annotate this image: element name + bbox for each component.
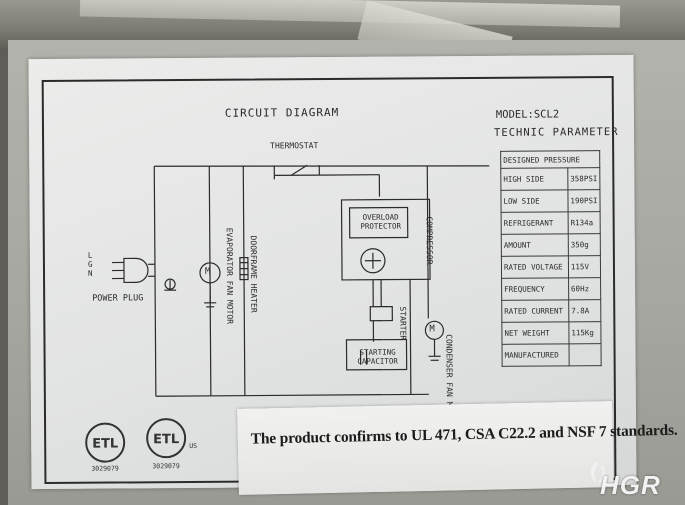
power-plug-label: POWER PLUG: [92, 293, 144, 304]
overload-line-1: OVERLOAD: [362, 212, 399, 222]
starting-capacitor-label: STARTING CAPACITOR: [350, 347, 406, 366]
param-key: FREQUENCY: [501, 277, 569, 301]
technic-parameter-heading: TECHNIC PARAMETER: [493, 126, 619, 139]
param-value: 60Hz: [568, 277, 601, 300]
svg-text:ETL: ETL: [153, 432, 179, 447]
param-value: [568, 343, 602, 366]
param-key: RATED VOLTAGE: [501, 255, 569, 279]
hgr-logo-icon: [591, 462, 605, 484]
param-value: 115V: [568, 255, 601, 278]
svg-text:ETL: ETL: [92, 437, 118, 452]
thermostat-label: THERMOSTAT: [270, 141, 319, 151]
table-row: MANUFACTURED: [502, 343, 602, 367]
cert-number-1: 3029079: [91, 464, 119, 473]
param-key: LOW SIDE: [500, 189, 568, 213]
cert-us-mark: US: [189, 441, 198, 451]
param-key: HIGH SIDE: [500, 167, 568, 191]
doorframe-heater-label: DOORFRAME HEATER: [248, 235, 259, 313]
param-key: RATED CURRENT: [501, 299, 569, 323]
capacitor-line-2: CAPACITOR: [357, 356, 398, 366]
watermark-text: HGR: [600, 470, 661, 500]
evaporator-fan-motor-label: EVAPORATOR FAN MOTOR: [224, 227, 235, 325]
param-key: AMOUNT: [501, 233, 569, 257]
model-number: MODEL:SCL2: [495, 108, 560, 121]
param-value: R134a: [567, 211, 601, 234]
etl-logo-us: ETL: [146, 418, 187, 459]
param-key: MANUFACTURED: [502, 343, 570, 367]
condenser-motor-symbol: M: [429, 324, 435, 335]
diagram-title: CIRCUIT DIAGRAM: [224, 105, 340, 120]
plug-terminal-labels: L G N: [87, 250, 93, 278]
evaporator-motor-symbol: M: [204, 266, 211, 277]
param-key: REFRIGERANT: [501, 211, 569, 235]
param-value: 7.8A: [568, 299, 601, 322]
compressor-label: COMPRESSOR: [424, 216, 434, 265]
param-value: 190PSI: [567, 189, 601, 212]
standards-text: The product confirms to UL 471, CSA C22.…: [250, 421, 678, 448]
etl-logo: ETL: [85, 422, 126, 463]
circuit-wiring: [111, 164, 490, 397]
cert-number-2: 3029079: [152, 462, 180, 471]
circuit-label: CIRCUIT DIAGRAM MODEL:SCL2 TECHNIC PARAM…: [28, 54, 637, 490]
param-value: 350g: [568, 233, 601, 256]
param-value: 115Kg: [568, 321, 602, 344]
starter-label: STARTER: [398, 306, 408, 341]
overload-protector-label: OVERLOAD PROTECTOR: [352, 212, 410, 231]
param-key: NET WEIGHT: [501, 321, 569, 345]
overload-line-2: PROTECTOR: [360, 221, 402, 231]
parameter-header: DESIGNED PRESSURE: [500, 150, 600, 169]
param-value: 358PSI: [567, 167, 600, 190]
capacitor-line-1: STARTING: [359, 347, 396, 357]
standards-sticker: The product confirms to UL 471, CSA C22.…: [237, 401, 678, 495]
